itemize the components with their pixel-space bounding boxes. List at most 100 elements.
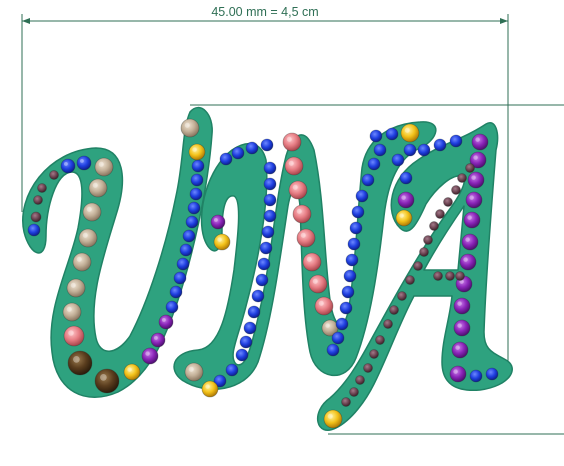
blue-rhinestone <box>247 305 261 319</box>
mauve-rhinestone <box>433 271 443 281</box>
beige-rhinestone <box>180 118 200 138</box>
blue-rhinestone <box>369 129 383 143</box>
rhinestone-highlight <box>463 257 468 262</box>
pink-rhinestone <box>282 132 302 152</box>
rhinestone-highlight <box>63 161 68 166</box>
blue-rhinestone <box>182 229 196 243</box>
beige-rhinestone <box>78 228 98 248</box>
blue-rhinestone <box>255 273 269 287</box>
blue-rhinestone <box>60 158 76 174</box>
blue-rhinestone <box>245 141 259 155</box>
beige-rhinestone <box>184 362 204 382</box>
blue-rhinestone <box>385 127 399 141</box>
blue-rhinestone <box>263 193 277 207</box>
rhinestone-highlight <box>184 122 190 128</box>
purple-rhinestone <box>465 191 483 209</box>
mauve-rhinestone <box>435 209 445 219</box>
blue-rhinestone <box>187 201 201 215</box>
yellow-rhinestone <box>188 143 206 161</box>
rhinestone-highlight <box>296 208 302 214</box>
rhinestone-highlight <box>401 195 406 200</box>
rhinestone-highlight <box>217 237 222 242</box>
rhinestone-highlight <box>404 127 410 133</box>
dimension-label: 45.00 mm = 4,5 cm <box>211 5 318 19</box>
purple-rhinestone <box>461 233 479 251</box>
purple-rhinestone <box>210 214 226 230</box>
blue-rhinestone <box>225 363 239 377</box>
rhinestone-highlight <box>325 323 330 328</box>
rhinestone-highlight <box>98 161 104 167</box>
blue-rhinestone <box>261 225 275 239</box>
brown-rhinestone <box>67 350 93 376</box>
blue-rhinestone <box>351 205 365 219</box>
purple-rhinestone <box>467 171 485 189</box>
mauve-rhinestone <box>37 183 47 193</box>
blue-rhinestone <box>361 173 375 187</box>
blue-rhinestone <box>335 317 349 331</box>
rhinestone-highlight <box>453 369 458 374</box>
blue-rhinestone <box>485 367 499 381</box>
mauve-rhinestone <box>465 163 475 173</box>
blue-rhinestone <box>263 209 277 223</box>
blue-rhinestone <box>27 223 41 237</box>
mauve-rhinestone <box>49 170 59 180</box>
blue-rhinestone <box>355 189 369 203</box>
rhinestones <box>27 118 499 429</box>
mauve-rhinestone <box>397 291 407 301</box>
blue-rhinestone <box>449 134 463 148</box>
purple-rhinestone <box>453 297 471 315</box>
blue-rhinestone <box>260 138 274 152</box>
yellow-rhinestone <box>123 363 141 381</box>
mauve-rhinestone <box>363 363 373 373</box>
mauve-rhinestone <box>349 387 359 397</box>
blue-rhinestone <box>76 155 92 171</box>
blue-rhinestone <box>263 177 277 191</box>
rhinestone-highlight <box>327 413 333 419</box>
blue-rhinestone <box>259 241 273 255</box>
rhinestone-highlight <box>457 301 462 306</box>
blue-rhinestone <box>169 285 183 299</box>
blue-rhinestone <box>239 335 253 349</box>
blue-rhinestone <box>331 331 345 345</box>
rhinestone-highlight <box>467 215 472 220</box>
mauve-rhinestone <box>413 261 423 271</box>
rhinestone-highlight <box>465 237 470 242</box>
rhinestone-highlight <box>286 136 292 142</box>
dimension-arrowhead-right <box>500 18 508 24</box>
yellow-rhinestone <box>400 123 420 143</box>
rhinestone-highlight <box>457 323 462 328</box>
rhinestone-highlight <box>306 256 312 262</box>
mauve-rhinestone <box>30 211 42 223</box>
rhinestone-highlight <box>188 366 194 372</box>
blue-rhinestone <box>347 237 361 251</box>
rhinestone-highlight <box>475 137 480 142</box>
rhinestone-highlight <box>68 330 74 336</box>
pink-rhinestone <box>288 180 308 200</box>
yellow-rhinestone <box>213 233 231 251</box>
blue-rhinestone <box>191 159 205 173</box>
blue-rhinestone <box>219 152 233 166</box>
mauve-rhinestone <box>369 349 379 359</box>
blue-rhinestone <box>343 269 357 283</box>
purple-rhinestone <box>397 191 415 209</box>
mauve-rhinestone <box>355 375 365 385</box>
blue-rhinestone <box>179 243 193 257</box>
blue-rhinestone <box>235 348 249 362</box>
purple-rhinestone <box>463 211 481 229</box>
pink-rhinestone <box>292 204 312 224</box>
beige-rhinestone <box>88 178 108 198</box>
mauve-rhinestone <box>419 247 429 257</box>
rhinestone-highlight <box>459 279 464 284</box>
rhinestone-highlight <box>312 278 318 284</box>
blue-rhinestone <box>373 143 387 157</box>
pink-rhinestone <box>284 156 304 176</box>
rhinestone-highlight <box>192 147 197 152</box>
pink-rhinestone <box>308 274 328 294</box>
purple-rhinestone <box>449 365 467 383</box>
purple-rhinestone <box>150 332 166 348</box>
blue-rhinestone <box>341 285 355 299</box>
purple-rhinestone <box>453 319 471 337</box>
mauve-rhinestone <box>451 185 461 195</box>
mauve-rhinestone <box>375 335 385 345</box>
rhinestone-highlight <box>86 206 92 212</box>
